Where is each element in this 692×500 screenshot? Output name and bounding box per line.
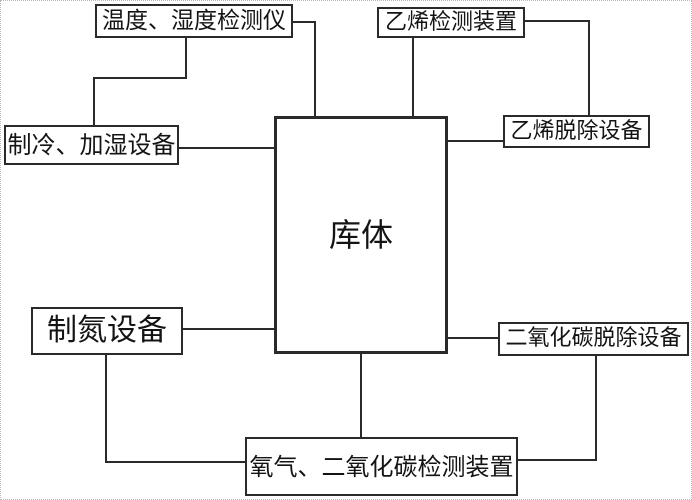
edge-temp-to-cooling: [93, 38, 187, 125]
node-cooling-humidifying-equipment: 制冷、加湿设备: [4, 125, 179, 165]
node-storage-body: 库体: [274, 116, 448, 354]
node-nitrogen-generator-label: 制氮设备: [47, 313, 167, 348]
edge-co2rem-to-o2det: [518, 356, 597, 461]
node-o2-co2-detector: 氧气、二氧化碳检测装置: [245, 437, 518, 496]
node-ethylene-removal-equipment-label: 乙烯脱除设备: [510, 118, 643, 144]
edge-nitrogen-to-o2det: [105, 355, 245, 463]
node-ethylene-removal-equipment: 乙烯脱除设备: [503, 115, 650, 148]
node-temp-humidity-detector: 温度、湿度检测仪: [95, 4, 293, 38]
node-storage-body-label: 库体: [328, 216, 393, 254]
node-o2-co2-detector-label: 氧气、二氧化碳检测装置: [249, 452, 514, 481]
edge-temp-to-storage: [293, 21, 316, 116]
node-ethylene-detector-label: 乙烯检测装置: [384, 9, 517, 35]
edge-ethdet-to-ethrem: [525, 20, 590, 115]
node-cooling-humidifying-equipment-label: 制冷、加湿设备: [7, 131, 176, 159]
node-co2-removal-equipment: 二氧化碳脱除设备: [498, 322, 689, 356]
node-temp-humidity-detector-label: 温度、湿度检测仪: [102, 7, 286, 34]
node-co2-removal-equipment-label: 二氧化碳脱除设备: [505, 326, 682, 351]
node-ethylene-detector: 乙烯检测装置: [377, 7, 525, 38]
node-nitrogen-generator: 制氮设备: [31, 307, 183, 355]
